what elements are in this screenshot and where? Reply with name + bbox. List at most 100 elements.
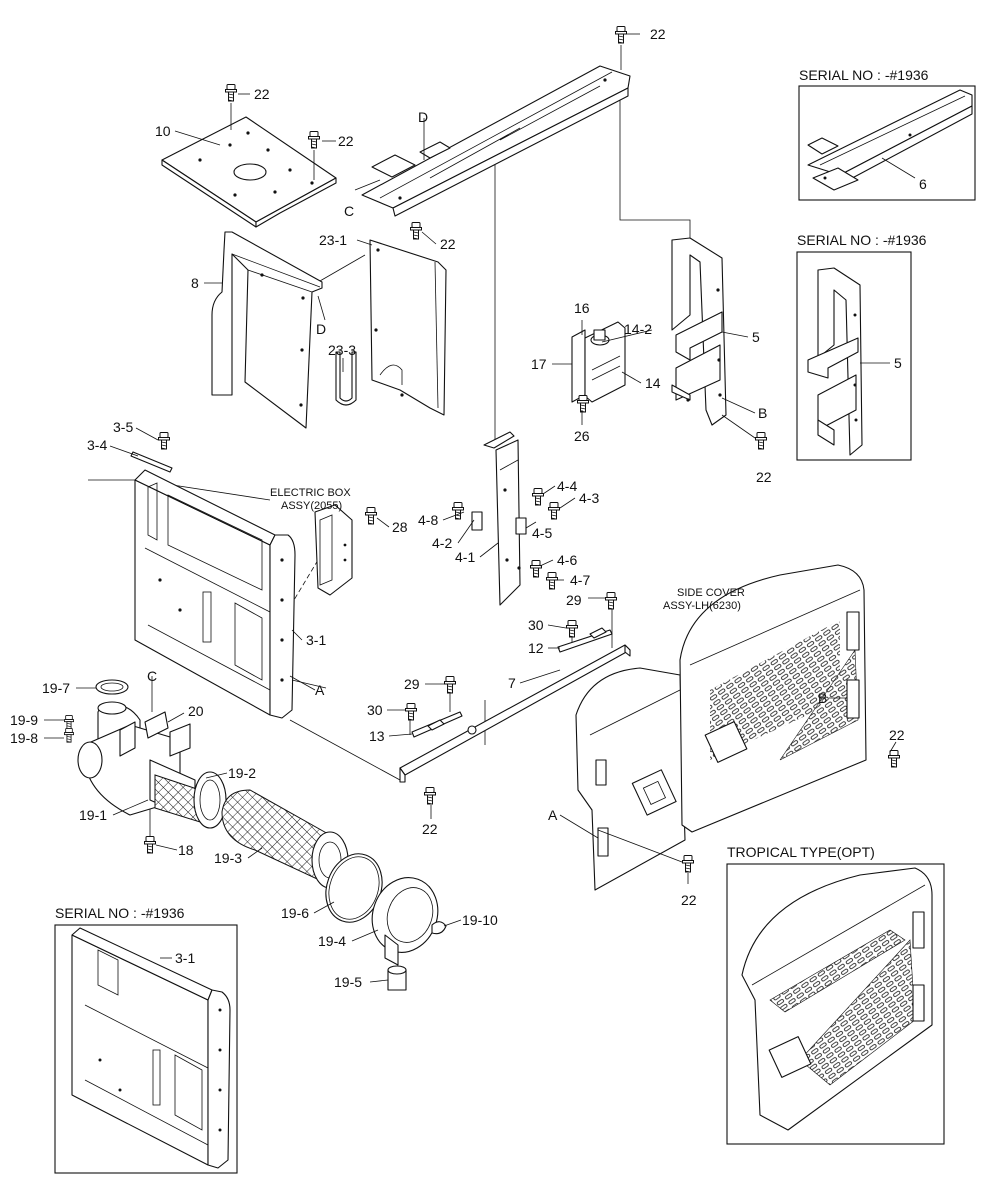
label-22: 22 [681,892,697,908]
label-D: D [418,109,428,125]
inset-tropical-type: TROPICAL TYPE(OPT) [726,844,945,1145]
part-4-1-bracket [471,431,527,606]
label-16: 16 [574,300,590,316]
bolt-22-h [424,787,436,805]
bolt-22-d [615,26,627,44]
callout-leaders [44,33,897,983]
caption-side-cover-line2: ASSY-LH(6230) [663,600,741,612]
label-10: 10 [155,123,171,139]
label-B: B [758,405,767,421]
caption-electric-box-line1: ELECTRIC BOX [270,487,351,499]
label-19-7: 19-7 [42,680,70,696]
bolt-28 [365,507,377,525]
bolt-22-g [888,750,900,768]
label-14-2: 14-2 [624,321,652,337]
label-14: 14 [645,375,661,391]
label-A: A [548,807,558,823]
label-C: C [147,668,157,684]
label-23-3: 23-3 [328,342,356,358]
side-cover-assembly [575,564,867,891]
label-28: 28 [392,519,408,535]
part-19-3-filter [221,789,349,889]
label-C: C [344,203,354,219]
part-13-latch [411,711,463,738]
label-22: 22 [440,236,456,252]
inset-serial-bracket-title: SERIAL NO : -#1936 [797,232,927,248]
label-19-2: 19-2 [228,765,256,781]
label-4-4: 4-4 [557,478,577,494]
label-4-2: 4-2 [432,535,452,551]
label-4-8: 4-8 [418,512,438,528]
air-cleaner [77,679,227,829]
inset-serial-panel-title: SERIAL NO : -#1936 [55,905,185,921]
electric-box [314,504,353,596]
label-19-9: 19-9 [10,712,38,728]
bolt-22-e [755,432,767,450]
bolt-30-b [405,703,417,721]
bolt-19-8 [64,728,74,743]
label-18: 18 [178,842,194,858]
label-3-5: 3-5 [113,419,133,435]
label-B: B [818,690,827,706]
bolt-22-a [225,84,237,102]
part-7-bar [399,644,631,783]
label-5: 5 [894,355,902,371]
part-5-upright [671,237,727,426]
bolt-30-a [566,620,578,638]
part-23-3-clip [335,351,357,406]
part-19-5-valve [387,965,407,991]
top-crossbeam [361,65,631,217]
part-8-bracket [211,231,323,429]
label-6: 6 [919,176,927,192]
label-4-6: 4-6 [557,552,577,568]
label-13: 13 [369,728,385,744]
inset-serial-bracket: SERIAL NO : -#1936 5 [796,232,927,461]
label-29: 29 [566,592,582,608]
bolt-22-b [308,131,320,149]
label-17: 17 [531,356,547,372]
label-D: D [316,321,326,337]
part-3-1-panel [134,469,296,719]
label-22: 22 [422,821,438,837]
bolt-4-8 [452,502,464,520]
label-7: 7 [508,675,516,691]
label-29: 29 [404,676,420,692]
caption-electric-box-line2: ASSY(2055) [281,500,342,512]
label-19-5: 19-5 [334,974,362,990]
part-23-1-plate [369,239,447,416]
label-22: 22 [338,133,354,149]
label-12: 12 [528,640,544,656]
part-3-4-strip [130,451,173,473]
label-19-1: 19-1 [79,807,107,823]
label-22: 22 [650,26,666,42]
label-19-6: 19-6 [281,905,309,921]
bolt-19-9 [64,715,74,730]
caption-side-cover-line1: SIDE COVER [677,587,745,599]
part-14-tank [571,321,626,403]
bolt-4-7 [546,572,558,590]
label-30: 30 [367,702,383,718]
inset-serial-beam-title: SERIAL NO : -#1936 [799,67,929,83]
bolt-29-a [605,592,617,610]
bolt-4-6 [530,560,542,578]
label-8: 8 [191,275,199,291]
callout-labels: 22 22 10 22 D C 23-1 22 8 D 23-3 16 17 1… [10,26,905,990]
bolt-4-3 [548,502,560,520]
label-4-1: 4-1 [455,549,475,565]
inset-serial-beam: SERIAL NO : -#1936 6 [798,67,976,201]
label-30: 30 [528,617,544,633]
label-19-4: 19-4 [318,933,346,949]
bolt-18 [144,836,156,854]
part-12-latch [557,627,613,653]
label-20: 20 [188,703,204,719]
bolt-22-f [682,855,694,873]
inset-tropical-title: TROPICAL TYPE(OPT) [727,844,875,860]
label-22: 22 [889,727,905,743]
label-4-3: 4-3 [579,490,599,506]
label-23-1: 23-1 [319,232,347,248]
label-19-8: 19-8 [10,730,38,746]
label-22: 22 [254,86,270,102]
label-19-3: 19-3 [214,850,242,866]
label-A: A [315,682,325,698]
